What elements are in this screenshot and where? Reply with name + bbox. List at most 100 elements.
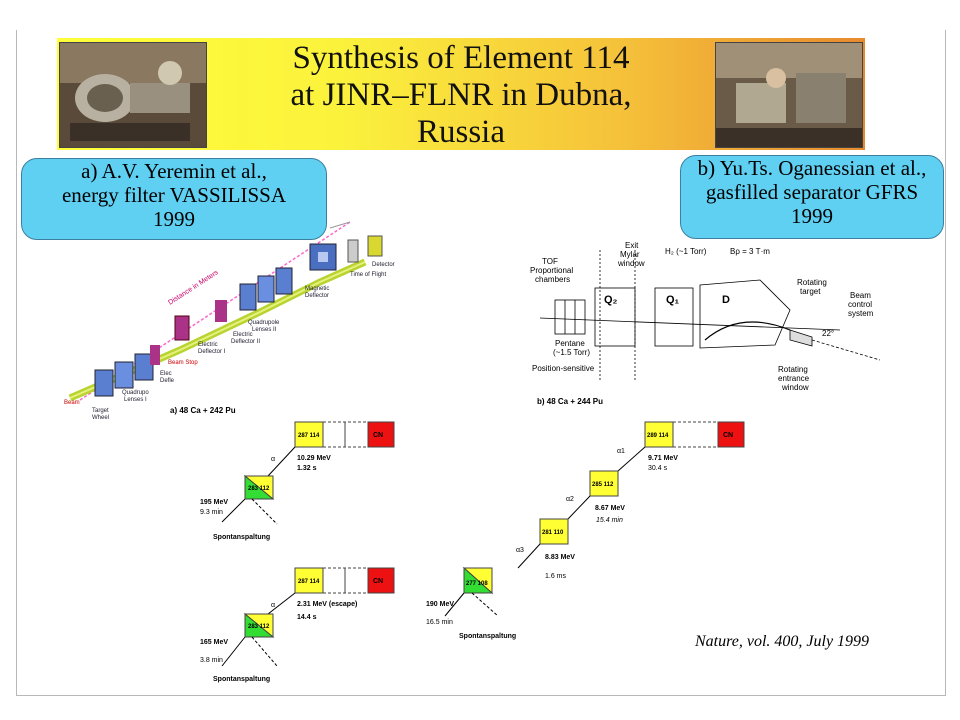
quadrupole-lenses-1 <box>94 353 154 397</box>
reaction-b: b) 48 Ca + 244 Pu <box>537 397 603 406</box>
compound-nucleus-a1 <box>367 421 395 448</box>
gfrs-diagram <box>539 250 881 380</box>
dipole-magnet <box>699 279 791 349</box>
decay-chain-b: 289 114 CN α1 9.71 MeV 30.4 s 285 112 α2… <box>426 421 745 640</box>
magnetic-label: Magnetic <box>305 286 329 292</box>
citation-nature: Nature, vol. 400, July 1999 <box>695 633 870 650</box>
rotating-target <box>789 329 813 347</box>
defle-label: Defle <box>160 378 175 384</box>
nucleus-285-112 <box>589 470 619 497</box>
quadrupole-lenses-2 <box>239 267 293 311</box>
svg-text:165 MeV: 165 MeV <box>200 639 228 646</box>
lenses2-label: Lenses II <box>252 327 277 333</box>
beam-axis <box>539 317 841 331</box>
detector <box>367 235 383 257</box>
beam-label: Beam <box>64 400 80 406</box>
deflector1-label: Deflector I <box>198 349 226 355</box>
lenses1-label: Lenses I <box>124 397 147 403</box>
citation-bubble-b: b) Yu.Ts. Oganessian et al., gasfilled s… <box>680 155 944 239</box>
bubble-b-line-2: gasfilled separator GFRS <box>705 180 919 204</box>
svg-text:10.29 MeV: 10.29 MeV <box>297 455 331 462</box>
svg-text:2.31 MeV (escape): 2.31 MeV (escape) <box>297 601 357 608</box>
bubble-a-line-1: a) A.V. Yeremin et al., <box>81 159 267 183</box>
nucleus-289-114 <box>644 421 674 448</box>
beam-control-label-3: system <box>848 309 874 318</box>
beam-stop <box>174 315 190 341</box>
svg-text:8.67 MeV: 8.67 MeV <box>595 505 625 512</box>
tof-label: Time of Flight <box>350 272 386 278</box>
svg-text:CN: CN <box>723 432 733 439</box>
svg-text:α3: α3 <box>516 547 524 554</box>
pentane-label-1: Pentane <box>555 339 585 348</box>
nucleus-281-110 <box>539 518 569 545</box>
proportional-label: Proportional <box>530 266 573 275</box>
beam-stop-label: Beam Stop <box>168 360 198 366</box>
quad2-label: Quadrupole <box>248 320 280 326</box>
svg-text:CN: CN <box>373 578 383 585</box>
window-label: window <box>617 259 645 268</box>
compound-nucleus-a2 <box>367 567 395 594</box>
time-of-flight <box>347 239 359 263</box>
svg-text:14.4 s: 14.4 s <box>297 614 317 621</box>
svg-text:287 114: 287 114 <box>298 579 320 585</box>
electric2-label: Electric <box>233 332 253 338</box>
svg-text:289 114: 289 114 <box>647 433 669 439</box>
detector-label: Detector <box>372 262 395 268</box>
svg-text:8.83 MeV: 8.83 MeV <box>545 554 575 561</box>
tof-detector <box>554 299 586 335</box>
citation-bubble-a: a) A.V. Yeremin et al., energy filter VA… <box>21 158 327 240</box>
bubble-b-line-1: b) Yu.Ts. Oganessian et al., <box>697 156 927 180</box>
lab-photo-right <box>715 42 863 148</box>
deflector2-label: Deflector II <box>231 339 260 345</box>
beam-control-label-2: control <box>848 300 872 309</box>
rotating-target-label-2: target <box>800 287 821 296</box>
quadrupo-label: Quadrupo <box>122 390 149 396</box>
electric-deflector-2 <box>215 300 227 322</box>
magnetic-deflector-label: Deflector <box>305 293 329 299</box>
exit-label: Exit <box>625 241 639 250</box>
pentane-label-2: (~1.5 Torr) <box>553 348 590 357</box>
beam-control-label-1: Beam <box>850 291 871 300</box>
svg-text:α: α <box>271 456 275 463</box>
position-label: Position-sensitive <box>532 364 595 373</box>
entrance-window-label-3: window <box>781 383 809 392</box>
wheel-label: Wheel <box>92 415 109 421</box>
h2-label: H₂ (~1 Torr) <box>665 247 707 256</box>
decay-chain-a2: 287 114 CN α 2.31 MeV (escape) 14.4 s 28… <box>200 567 395 683</box>
q2-magnet <box>594 287 636 347</box>
svg-text:3.8 min: 3.8 min <box>200 657 223 664</box>
recoil-trajectory <box>704 321 791 341</box>
spontaneous-fission-a1: Spontanspaltung <box>213 534 270 541</box>
title-line-2: at JINR–FLNR in Dubna, <box>290 77 632 113</box>
q2-label: Q₂ <box>604 294 618 306</box>
mylar-label: Mylar <box>620 250 640 259</box>
slide-frame <box>16 30 946 696</box>
svg-text:1.6 ms: 1.6 ms <box>545 573 567 580</box>
entrance-window-label-1: Rotating <box>778 365 808 374</box>
bubble-a-line-3: 1999 <box>153 207 195 231</box>
tof-label-b: TOF <box>542 257 558 266</box>
svg-text:15.4 min: 15.4 min <box>596 517 623 524</box>
q1-magnet <box>654 287 694 347</box>
d-label: D <box>722 294 730 306</box>
reaction-a: a) 48 Ca + 242 Pu <box>170 406 236 415</box>
bubble-b-line-3: 1999 <box>791 204 833 228</box>
svg-text:16.5 min: 16.5 min <box>426 619 453 626</box>
angle-label: 22° <box>822 329 834 338</box>
vassilissa-diagram: Distance in Meters Detector Time of Flig… <box>64 221 395 421</box>
title-line-3: Russia <box>416 114 505 150</box>
brho-label: Bρ = 3 T·m <box>730 247 770 256</box>
compound-nucleus-b <box>717 421 745 448</box>
svg-text:190 MeV: 190 MeV <box>426 601 454 608</box>
svg-text:1.32 s: 1.32 s <box>297 465 317 472</box>
svg-text:287 114: 287 114 <box>298 433 320 439</box>
slide-title: Synthesis of Element 114 at JINR–FLNR in… <box>217 40 705 151</box>
chambers-label: chambers <box>535 275 570 284</box>
electric1-label: Electric <box>198 342 218 348</box>
spontaneous-fission-b: Spontanspaltung <box>459 633 516 640</box>
svg-text:CN: CN <box>373 432 383 439</box>
title-line-1: Synthesis of Element 114 <box>292 40 630 76</box>
elec-label: Elec <box>160 371 172 377</box>
svg-text:α2: α2 <box>566 496 574 503</box>
